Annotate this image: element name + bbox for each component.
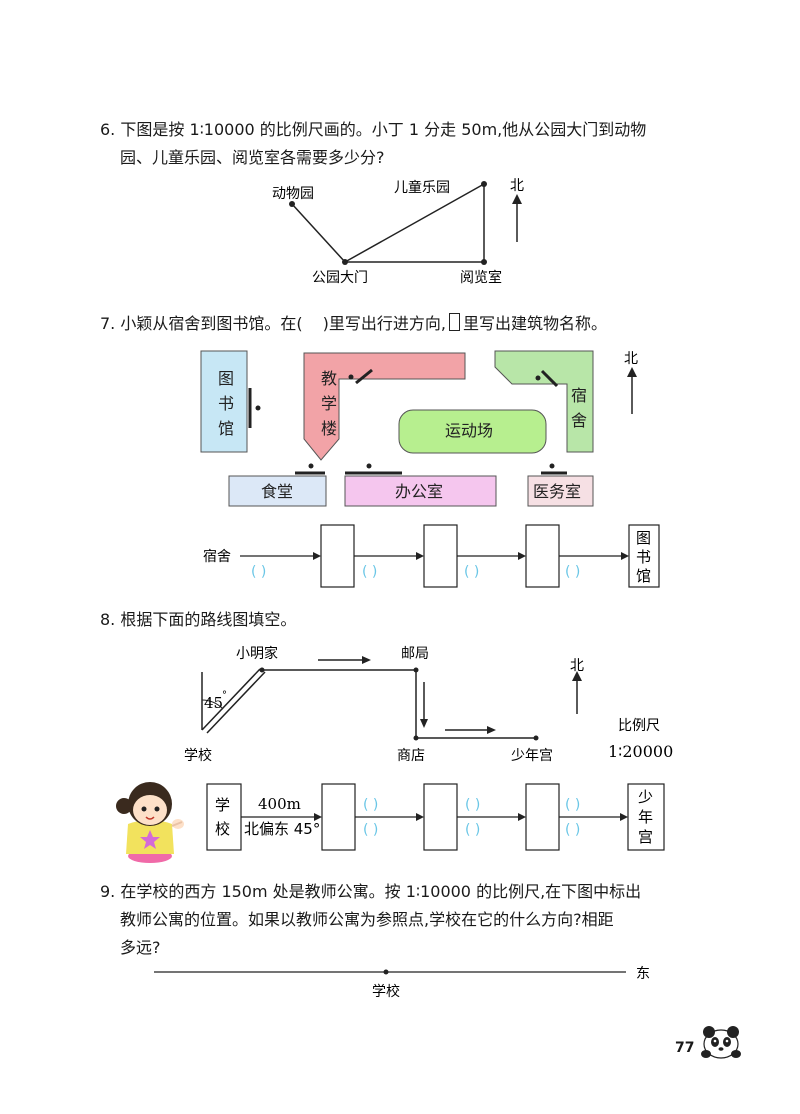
label-north: 北	[510, 178, 524, 194]
q8-paren-3b[interactable]: ( )	[565, 822, 580, 838]
q8-paren-2a[interactable]: ( )	[465, 797, 480, 813]
q7-route: 宿舍 ( ) ( ) ( ) ( ) 图 书 馆	[203, 524, 660, 588]
route-direction-paren-4[interactable]: ( )	[565, 564, 580, 580]
q8-paren-3a[interactable]: ( )	[565, 797, 580, 813]
page-number: 77	[675, 1040, 695, 1056]
route-end-char-2: 书	[636, 548, 651, 566]
label-post-office: 邮局	[401, 646, 429, 662]
library-char-3: 馆	[218, 419, 234, 438]
q8-paren-1a[interactable]: ( )	[363, 797, 378, 813]
dorm-char-2: 舍	[571, 411, 587, 430]
teaching-char-2: 学	[321, 394, 337, 413]
label-zoo: 动物园	[272, 186, 314, 202]
scale-value: 1∶20000	[608, 742, 673, 761]
route-direction-paren-2[interactable]: ( )	[362, 564, 377, 580]
q9-school-label: 学校	[372, 983, 400, 1000]
clinic-building	[527, 475, 594, 507]
library-char-1: 图	[218, 369, 234, 388]
route-start-box	[206, 783, 242, 851]
end-char-3: 宫	[638, 828, 653, 846]
canteen-building	[228, 475, 327, 507]
route-end-box	[627, 783, 665, 851]
q7-box-symbol	[448, 313, 460, 331]
label-playground: 儿童乐园	[394, 179, 450, 196]
q7-north-label: 北	[624, 351, 638, 367]
q9-line3: 多远?	[120, 938, 161, 957]
q7-campus-map: 图 书 馆 教 学 楼 宿 舍 运动场 北 食堂 办公室 医务室	[200, 350, 638, 507]
label-angle: 45	[204, 694, 223, 712]
girl-illustration	[116, 782, 184, 863]
q6-line2: 园、儿童乐园、阅览室各需要多少分?	[120, 148, 385, 167]
end-char-1: 少	[638, 788, 653, 806]
label-youth-palace: 少年宫	[511, 748, 553, 764]
q8-title: 8. 根据下面的路线图填空。	[100, 610, 297, 629]
route-end-char-3: 馆	[636, 567, 651, 585]
route-box-2[interactable]	[423, 524, 458, 588]
teaching-char-1: 教	[321, 369, 337, 388]
route-box-3[interactable]	[525, 524, 560, 588]
library-building	[200, 350, 248, 453]
school-point	[383, 969, 389, 975]
q8-north-label: 北	[570, 658, 584, 674]
scale-label: 比例尺	[618, 718, 660, 734]
q6-map: 动物园 儿童乐园 公园大门 阅览室 北	[272, 178, 524, 286]
route-direction-paren-1[interactable]: ( )	[251, 564, 266, 580]
route-direction: 北偏东 45°	[244, 820, 320, 838]
q8-paren-1b[interactable]: ( )	[363, 822, 378, 838]
teaching-building	[303, 352, 466, 461]
canteen-label: 食堂	[261, 482, 293, 501]
q8-route: 学 校 400m 北偏东 45° ( ) ( ) ( ) ( ) ( ) ( )…	[206, 783, 665, 851]
label-school: 学校	[184, 747, 212, 764]
dorm-char-1: 宿	[571, 386, 587, 405]
route-start-dorm: 宿舍	[203, 548, 231, 565]
q8-route-box-1[interactable]	[321, 783, 356, 851]
route-box-1[interactable]	[320, 524, 355, 588]
degree-mark: °	[222, 690, 227, 701]
q9-line-map: 学校 东	[154, 966, 650, 1000]
start-char-1: 学	[215, 796, 230, 814]
q7-text-b: )里写出行进方向,	[322, 314, 446, 333]
q7-text-c: 里写出建筑物名称。	[462, 314, 607, 333]
route-distance: 400m	[258, 795, 301, 813]
q9-line2: 教师公寓的位置。如果以教师公寓为参照点,学校在它的什么方向?相距	[120, 910, 614, 929]
q7-text-a: 7. 小颖从宿舍到图书馆。在(	[100, 314, 303, 333]
sports-field-label: 运动场	[445, 421, 493, 440]
teaching-char-3: 楼	[321, 419, 337, 438]
start-char-2: 校	[215, 820, 230, 838]
q8-route-map: 小明家 邮局 45 ° 学校 商店 少年宫 北 比例尺 1∶20000	[184, 645, 673, 764]
q7-instruction: 7. 小颖从宿舍到图书馆。在( )里写出行进方向, 里写出建筑物名称。	[100, 310, 607, 338]
route-end-char-1: 图	[636, 529, 651, 547]
office-building	[344, 475, 497, 507]
office-label: 办公室	[395, 482, 443, 501]
q8-route-box-2[interactable]	[423, 783, 458, 851]
east-label: 东	[636, 966, 650, 982]
label-home: 小明家	[236, 645, 278, 662]
clinic-label: 医务室	[533, 482, 581, 501]
sports-field	[398, 409, 547, 454]
end-char-2: 年	[638, 808, 653, 826]
q8-paren-2b[interactable]: ( )	[465, 822, 480, 838]
q9-line1: 9. 在学校的西方 150m 处是教师公寓。按 1∶10000 的比例尺,在下图…	[100, 882, 642, 901]
route-direction-paren-3[interactable]: ( )	[464, 564, 479, 580]
dorm-building	[494, 350, 594, 453]
panda-icon	[701, 1026, 741, 1059]
q6-line1: 6. 下图是按 1∶10000 的比例尺画的。小丁 1 分走 50m,他从公园大…	[100, 120, 647, 139]
label-shop: 商店	[397, 748, 425, 764]
library-char-2: 书	[218, 394, 234, 413]
q8-route-box-3[interactable]	[525, 783, 560, 851]
label-reading-room: 阅览室	[460, 269, 502, 286]
label-gate: 公园大门	[312, 270, 368, 286]
